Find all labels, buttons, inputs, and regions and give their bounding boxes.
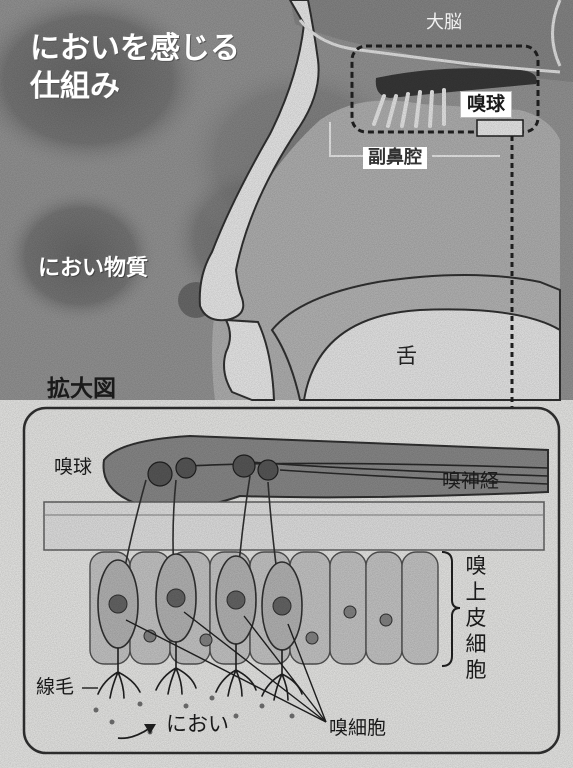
odor-label: におい — [166, 714, 229, 735]
tongue-label: 舌 — [396, 346, 417, 367]
sinus-label: 副鼻腔 — [363, 147, 427, 169]
olfactory-nerve-label: 嗅神経 — [442, 472, 499, 491]
diagram-title: においを感じる仕組み — [30, 30, 260, 106]
enlarged-view-label: 拡大図 — [47, 378, 116, 401]
cilia-label: 線毛 — [36, 678, 74, 697]
olfactory-cell-label: 嗅細胞 — [329, 719, 386, 738]
olfactory-bulb-label-detail: 嗅球 — [54, 458, 92, 477]
brain-label: 大脳 — [426, 14, 462, 32]
odor-substance-label: におい物質 — [38, 258, 148, 280]
olfactory-epithelium-label: 嗅上皮細胞 — [465, 553, 487, 683]
olfactory-bulb-label-top: 嗅球 — [460, 91, 512, 118]
